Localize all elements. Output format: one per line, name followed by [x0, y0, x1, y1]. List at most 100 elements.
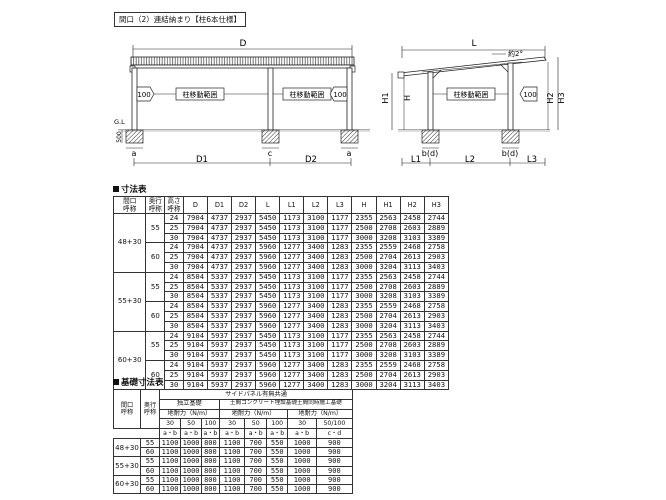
- dim-value-cell: 2937: [231, 222, 257, 234]
- dim-frontage-cell: 55+30: [112, 271, 147, 332]
- fnd-ab-label: a・b: [287, 428, 317, 439]
- dim-value-cell: 5937: [206, 350, 233, 361]
- dim-value-cell: 3000: [351, 379, 377, 391]
- dim-value-cell: 3403: [423, 261, 450, 273]
- fnd-bearing-value: 100: [265, 418, 289, 430]
- dim-value-cell: 3204: [375, 320, 401, 332]
- dim-value-cell: 2704: [375, 252, 401, 263]
- fnd-bearing-value: 30: [218, 418, 246, 430]
- dim-value-cell: 30: [164, 350, 184, 361]
- dim-value-cell: 4737: [206, 252, 233, 263]
- fnd-value-cell: 1000: [287, 483, 317, 495]
- dim-value-cell: 3103: [399, 350, 425, 361]
- dim-value-cell: 2559: [375, 301, 401, 312]
- dim-value-cell: 5337: [206, 320, 233, 332]
- fnd-value-cell: 1000: [287, 456, 317, 467]
- label-a-left: a: [132, 149, 137, 158]
- fnd-value-cell: 550: [265, 474, 289, 486]
- fnd-bearing-value: 50/100: [315, 418, 354, 430]
- drawings: D 100 柱移動範囲 柱移動範囲 100 G.L 500: [114, 39, 566, 166]
- label-c: c: [268, 149, 272, 158]
- label-slope: 約2°: [508, 49, 523, 58]
- dim-value-cell: 2613: [399, 310, 425, 322]
- fnd-value-cell: 1000: [287, 437, 317, 449]
- fnd-value-cell: 1100: [218, 465, 246, 476]
- dim-value-cell: 1283: [327, 359, 353, 371]
- dim-value-cell: 5450: [255, 222, 281, 234]
- dim-value-cell: 2903: [423, 252, 450, 263]
- dim-col-header: L: [255, 196, 281, 214]
- dim-value-cell: 5960: [255, 320, 281, 332]
- dim-value-cell: 1277: [279, 301, 305, 312]
- dim-value-cell: 2563: [375, 213, 401, 224]
- dim-value-cell: 3204: [375, 261, 401, 273]
- dim-col-header: L3: [327, 196, 353, 214]
- dim-col-header: 間口 呼称: [112, 196, 147, 214]
- dim-col-header: D2: [231, 196, 257, 214]
- fnd-head-bearing1: 地耐力（N/m）: [159, 408, 220, 420]
- fnd-table: 間口 呼称 奥行 呼称 サイドパネル有無共通 独立基礎 土間コンクリート埋設基礎…: [113, 388, 354, 495]
- fnd-value-cell: 700: [244, 437, 267, 449]
- dim-value-cell: 1277: [279, 320, 305, 332]
- dim-value-cell: 2613: [399, 369, 425, 381]
- fnd-value-cell: 800: [201, 447, 220, 458]
- fnd-head-grp2: 土間コンクリート埋設基礎: [229, 400, 298, 407]
- dim-value-cell: 25: [164, 369, 184, 381]
- fnd-value-cell: 1000: [180, 456, 203, 467]
- dim-value-cell: 1277: [279, 369, 305, 381]
- fnd-value-cell: 800: [201, 456, 220, 467]
- dim-value-cell: 5450: [255, 213, 281, 224]
- dim-depth-cell: 55: [145, 212, 166, 244]
- fnd-bearing-value: 50: [180, 418, 203, 430]
- fnd-cd-label: c・d: [315, 428, 354, 439]
- dim-value-cell: 3400: [303, 369, 329, 381]
- dim-value-cell: 7904: [182, 222, 208, 234]
- dim-value-cell: 2704: [375, 369, 401, 381]
- fnd-value-cell: 1000: [287, 474, 317, 486]
- fnd-value-cell: 700: [244, 456, 267, 467]
- dim-value-cell: 8504: [182, 301, 208, 312]
- dim-value-cell: 2355: [351, 301, 377, 312]
- dim-value-cell: 2500: [351, 252, 377, 263]
- fnd-value-cell: 700: [244, 474, 267, 486]
- dim-value-cell: 3208: [375, 350, 401, 361]
- dim-value-cell: 1277: [279, 261, 305, 273]
- dim-value-cell: 3400: [303, 261, 329, 273]
- fnd-value-cell: 700: [244, 447, 267, 458]
- dim-value-cell: 24: [164, 271, 184, 283]
- fnd-ab-label: a・b: [180, 428, 203, 439]
- arrow-100-left: [136, 86, 155, 102]
- fnd-value-cell: 60: [140, 483, 160, 495]
- fnd-value-cell: 1100: [218, 483, 246, 495]
- fnd-value-cell: 1000: [180, 447, 203, 458]
- dim-value-cell: 1277: [279, 310, 305, 322]
- dim-value-cell: 2563: [375, 271, 401, 283]
- dim-value-cell: 1283: [327, 369, 353, 381]
- dim-value-cell: 5960: [255, 359, 281, 371]
- dim-col-header: 高さ 呼称: [164, 196, 184, 214]
- label-500: 500: [116, 131, 123, 143]
- fnd-head-bearing3: 地耐力（N/m）: [287, 408, 353, 420]
- fnd-value-cell: 550: [265, 437, 289, 449]
- dim-value-cell: 1283: [327, 252, 353, 263]
- dim-table-title: 寸法表: [113, 183, 147, 195]
- post-middle: [267, 67, 274, 131]
- label-bd-right: b(d): [502, 149, 518, 158]
- label-l: L: [471, 39, 476, 49]
- fnd-bearing-value: 100: [201, 418, 220, 430]
- dim-value-cell: 3100: [303, 271, 329, 283]
- dim-value-cell: 7904: [182, 252, 208, 263]
- dim-value-cell: 2708: [375, 222, 401, 234]
- fnd-value-cell: 900: [315, 483, 354, 495]
- fnd-value-cell: 1000: [180, 483, 203, 495]
- front-view: D 100 柱移動範囲 柱移動範囲 100 G.L 500: [114, 39, 370, 166]
- fnd-frontage-cell: 55+30: [113, 456, 141, 476]
- dim-value-cell: 3000: [351, 261, 377, 273]
